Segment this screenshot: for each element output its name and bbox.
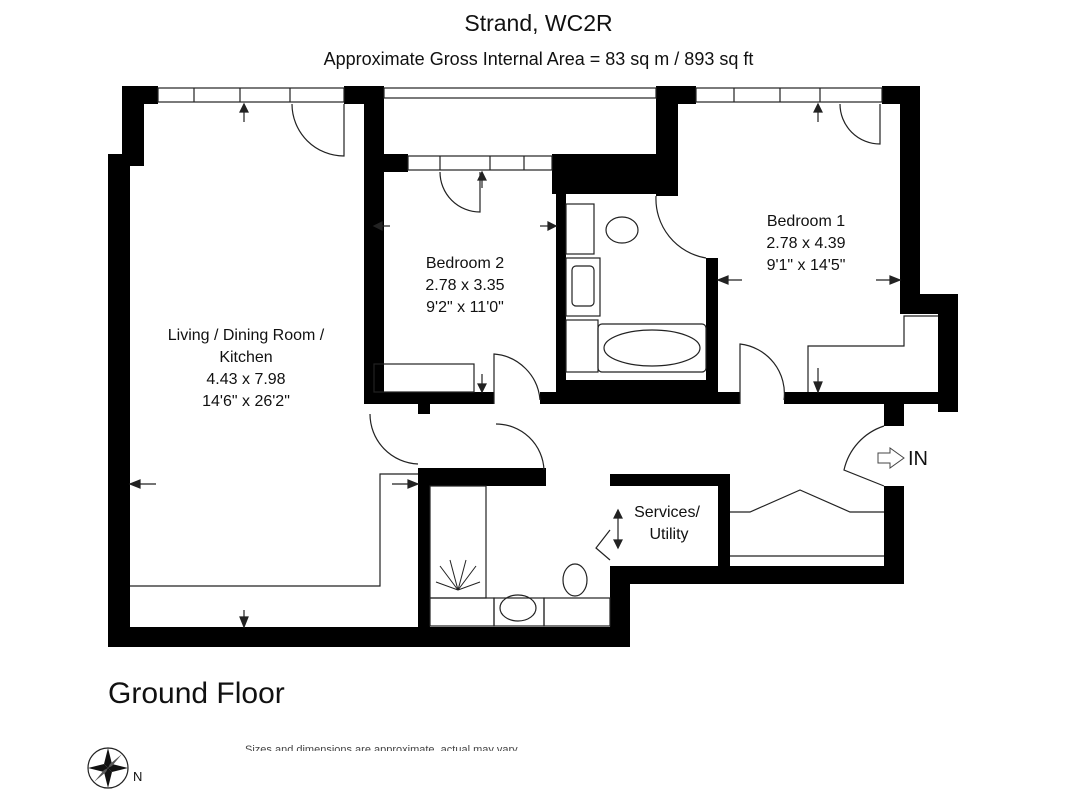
wall-bed2-south-left — [364, 392, 494, 404]
compass-north-label: N — [133, 769, 143, 784]
wall-living-west — [108, 154, 130, 647]
wall-bed1-bay-east — [938, 294, 958, 412]
thin-lines — [130, 87, 938, 627]
compass-icon — [87, 747, 129, 789]
wall-wc-west — [418, 468, 430, 647]
wall-corridor-south — [610, 474, 730, 486]
wall-living-north-left — [122, 86, 158, 104]
door-bed2-balcony — [439, 171, 481, 213]
wall-bed1-northwest — [656, 86, 678, 196]
bedroom2-name: Bedroom 2 — [426, 255, 504, 272]
door-bathroom — [655, 195, 707, 259]
wall-bed1-south — [784, 392, 958, 404]
entrance-arrow-icon — [877, 447, 905, 469]
room-labels: Living / Dining Room / Kitchen 4.43 x 7.… — [168, 213, 928, 543]
bath-vanity — [565, 257, 601, 317]
services-name-line1: Services/ — [634, 504, 700, 521]
wall-utility-east — [718, 474, 730, 566]
wall-wc-north — [418, 468, 546, 486]
door-bed1 — [739, 343, 785, 404]
bed1-wardrobe — [807, 315, 938, 392]
bedroom1-imperial: 9'1" x 14'5" — [767, 257, 846, 274]
window-living-north — [157, 87, 345, 103]
wall-bed1-west-lower — [706, 258, 718, 404]
wall-hall-stub — [418, 402, 430, 414]
wall-entry-east-lower — [884, 486, 904, 584]
wall-bed2-north — [364, 154, 408, 172]
door-bed1-balcony — [839, 103, 881, 145]
door-living — [291, 103, 345, 157]
wall-entry-east — [884, 402, 904, 426]
entrance-label: IN — [908, 448, 928, 470]
dimension-arrows — [128, 102, 902, 629]
bed2-wardrobe — [373, 363, 475, 393]
plan-area-subtitle: Approximate Gross Internal Area = 83 sq … — [323, 49, 754, 69]
wall-bath-south — [556, 380, 718, 404]
bathtub — [597, 323, 707, 373]
walls — [108, 86, 958, 647]
shower-icon — [435, 559, 481, 591]
wall-living-south — [108, 627, 628, 647]
living-room-metric: 4.43 x 7.98 — [206, 371, 285, 388]
balcony-glazing — [383, 87, 657, 99]
shower-tray — [429, 485, 487, 599]
wall-living-west-upper — [122, 86, 144, 166]
services-name-line2: Utility — [649, 526, 688, 543]
door-bed2 — [493, 353, 541, 404]
wall-bed1-east — [900, 86, 920, 296]
door-entrance — [843, 425, 885, 487]
living-room-imperial: 14'6" x 26'2" — [202, 393, 290, 410]
wall-utility-west — [610, 566, 630, 647]
bedroom2-imperial: 9'2" x 11'0" — [426, 299, 504, 316]
living-room-name-line2: Kitchen — [219, 349, 272, 366]
living-room-name-line1: Living / Dining Room / — [168, 327, 325, 344]
bedroom1-name: Bedroom 1 — [767, 213, 845, 230]
door-hall — [369, 413, 419, 465]
wc-cistern-bath — [565, 203, 595, 255]
wall-bed2-north-right — [552, 154, 672, 194]
bedroom2-metric: 2.78 x 3.35 — [425, 277, 504, 294]
kitchen-counter-outline — [130, 473, 418, 587]
bedroom1-metric: 2.78 x 4.39 — [766, 235, 845, 252]
footnote: Sizes and dimensions are approximate, ac… — [245, 745, 520, 751]
plan-title: Strand, WC2R — [464, 10, 613, 36]
wc-toilet — [562, 563, 588, 597]
window-bed2-north — [407, 155, 553, 171]
wall-bed2-east — [556, 194, 566, 404]
door-wc — [495, 423, 545, 471]
window-bed1-north — [695, 87, 883, 103]
wall-utility-south — [610, 566, 904, 584]
floor-label: Ground Floor — [108, 677, 285, 710]
wall-living-east-upper — [364, 86, 384, 404]
